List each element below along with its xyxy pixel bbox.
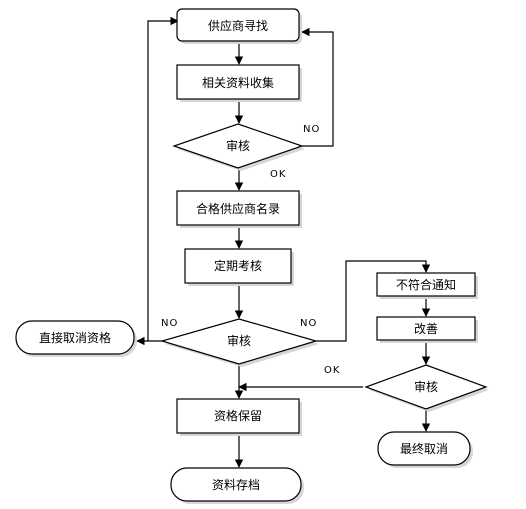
node-archive: 资料存档 xyxy=(170,467,304,504)
node-periodic-assessment-label: 定期考核 xyxy=(214,258,262,273)
edge-label-review-1-no: NO xyxy=(303,124,320,135)
edge-review-2-no-notice xyxy=(316,260,431,342)
connectors xyxy=(136,16,431,468)
node-improvement: 改善 xyxy=(376,316,478,343)
node-review-3-label: 审核 xyxy=(414,379,438,394)
node-qualification-retained-label: 资格保留 xyxy=(214,408,262,423)
node-info-collection-label: 相关资料收集 xyxy=(202,75,274,90)
edge-label-review-2-no-right: NO xyxy=(300,318,317,329)
node-review-1-label: 审核 xyxy=(226,138,250,153)
node-final-cancel-label: 最终取消 xyxy=(400,441,448,456)
node-nonconformity-notice-label: 不符合通知 xyxy=(396,277,456,292)
edge-cancel-to-search xyxy=(147,16,179,341)
node-cancel-directly-label: 直接取消资格 xyxy=(39,330,111,345)
node-nonconformity-notice: 不符合通知 xyxy=(376,272,478,299)
edge-label-review-3-ok: OK xyxy=(324,365,340,376)
node-supplier-search: 供应商寻找 xyxy=(176,8,302,44)
node-supplier-search-label: 供应商寻找 xyxy=(208,18,268,33)
edge-review-1-no xyxy=(301,27,334,147)
node-info-collection: 相关资料收集 xyxy=(176,64,302,102)
node-review-3: 审核 xyxy=(364,364,489,412)
node-qualification-retained: 资格保留 xyxy=(176,398,302,436)
node-review-2: 审核 xyxy=(159,318,319,367)
node-qualified-list-label: 合格供应商名录 xyxy=(196,201,280,216)
node-qualified-list: 合格供应商名录 xyxy=(176,190,302,228)
node-review-2-label: 审核 xyxy=(227,333,251,348)
node-archive-label: 资料存档 xyxy=(212,478,260,492)
edge-label-review-1-ok: OK xyxy=(270,169,286,180)
node-review-1: 审核 xyxy=(172,123,305,171)
node-improvement-label: 改善 xyxy=(414,321,438,336)
edge-label-review-2-no-left: NO xyxy=(161,318,178,329)
node-cancel-directly: 直接取消资格 xyxy=(15,320,137,357)
node-periodic-assessment: 定期考核 xyxy=(184,248,294,286)
node-final-cancel: 最终取消 xyxy=(377,431,473,468)
